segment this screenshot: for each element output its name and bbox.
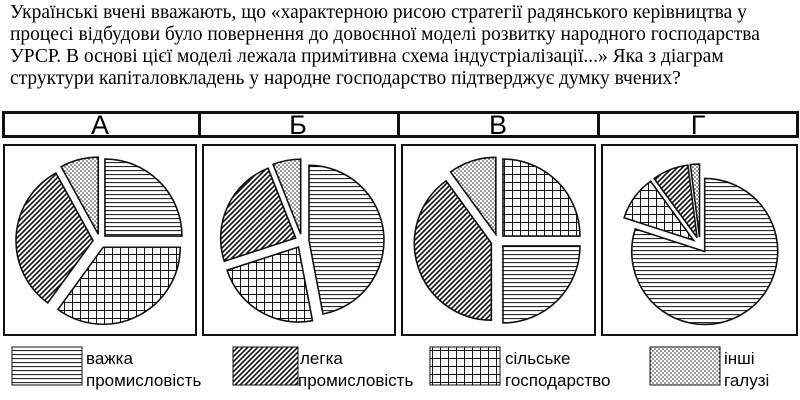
option-letter-b: Б [289, 110, 307, 140]
pie-v-slice-other-sectors [449, 156, 497, 237]
pie-b-slice-heavy-industry [308, 164, 385, 315]
question-text: Українські вчені вважають, що «характерн… [10, 2, 795, 90]
question-line-1: Українські вчені вважають, що «характерн… [10, 2, 747, 23]
pie-h-slice-light-industry [653, 164, 698, 239]
legend-swatch-grid [429, 346, 501, 386]
legend-label-agri-line1: сільське [505, 349, 571, 368]
chart-panel-h [601, 144, 798, 336]
pie-h-slice-other-sectors [689, 163, 701, 238]
pie-b-slice-agriculture [226, 245, 314, 323]
chart-panel-v [401, 144, 596, 336]
pie-v-slice-agriculture [502, 158, 581, 237]
option-letter-v: В [489, 110, 507, 140]
legend: важка промисловість легка промисловість … [11, 346, 769, 390]
legend-label-other-line1: інші [724, 349, 755, 368]
chart-panel-b [202, 144, 396, 336]
pie-a-slice-agriculture [56, 246, 181, 326]
pie-a-slice-light-industry [15, 171, 94, 304]
option-letter-a: А [91, 110, 109, 140]
pie-b-slice-other-sectors [272, 158, 302, 235]
question-line-2: процесі відбудови було повернення до дов… [10, 24, 760, 45]
pie-h-slice-agriculture [623, 180, 696, 242]
pie-a-slice-heavy-industry [104, 158, 183, 237]
pie-v-slice-light-industry [413, 179, 493, 321]
header-band [2, 111, 799, 138]
legend-label-heavy-line2: промисловість [86, 371, 201, 390]
legend-label-agri-line2: господарство [505, 371, 610, 390]
question-line-3: УРСР. В основі цієї моделі лежала приміт… [10, 46, 724, 67]
legend-label-heavy-line1: важка [86, 349, 133, 368]
pie-v-slice-heavy-industry [502, 245, 581, 324]
legend-swatch-diagonal [232, 346, 299, 386]
option-letter-h: Г [691, 110, 706, 140]
question-line-4: структури капіталовкладень у народне гос… [10, 68, 681, 89]
pie-b-slice-light-industry [219, 167, 297, 263]
legend-label-light-line2: промисловість [298, 371, 413, 390]
legend-swatch-horizontal [11, 346, 83, 386]
pie-charts-figure: А Б В Г важка промисловість легка промис… [2, 110, 799, 390]
chart-panel-a [3, 144, 197, 336]
legend-label-light-line1: легка [300, 349, 343, 368]
legend-swatch-dots [649, 346, 721, 386]
pie-h-slice-heavy-industry [630, 177, 779, 326]
pie-a-slice-other-sectors [60, 156, 100, 235]
legend-label-other-line2: галузі [724, 371, 769, 390]
